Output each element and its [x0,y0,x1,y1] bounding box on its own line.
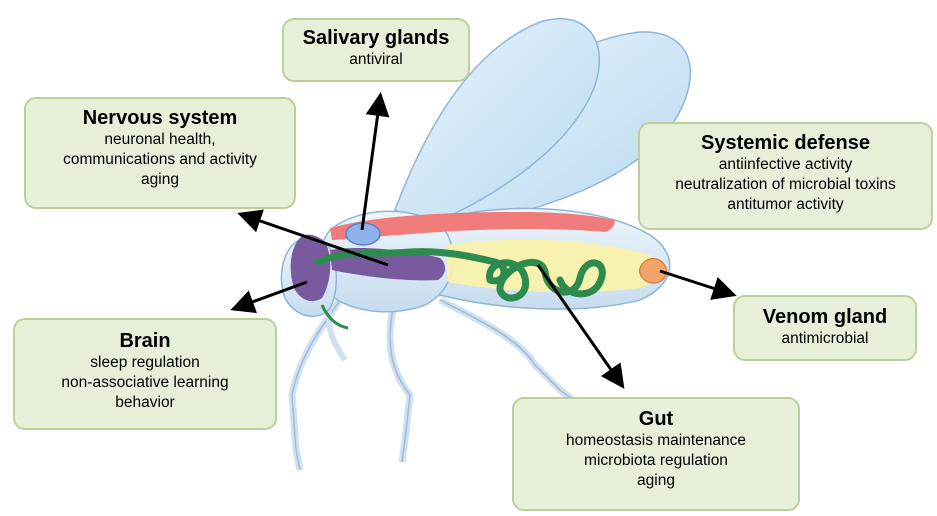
gut-title: Gut [514,407,798,431]
nervous-system-callout: Nervous system neuronal health, communic… [24,97,296,209]
arrow-venom-gland [660,271,731,294]
systemic-defense-title: Systemic defense [640,131,931,155]
arrow-salivary-glands [362,98,380,230]
gut-callout: Gut homeostasis maintenance microbiota r… [512,397,800,511]
nervous-system-function: neuronal health, [26,130,294,150]
systemic-defense-function: antitumor activity [640,195,931,215]
venom-gland-function: antimicrobial [735,329,915,349]
salivary-glands-callout: Salivary glands antiviral [282,18,470,82]
brain-title: Brain [15,329,275,353]
venom-gland-title: Venom gland [735,305,915,329]
venom-gland-callout: Venom gland antimicrobial [733,295,917,361]
salivary-glands-function: antiviral [284,50,468,70]
gut-function: homeostasis maintenance [514,431,798,451]
gut-function: microbiota regulation [514,451,798,471]
brain-function: behavior [15,393,275,413]
systemic-defense-callout: Systemic defense antiinfective activity … [638,122,933,230]
brain-callout: Brain sleep regulation non-associative l… [13,318,277,430]
gut-function: aging [514,471,798,491]
brain-function: non-associative learning [15,373,275,393]
systemic-defense-function: neutralization of microbial toxins [640,175,931,195]
nervous-system-title: Nervous system [26,106,294,130]
brain-function: sleep regulation [15,353,275,373]
salivary-glands-title: Salivary glands [284,26,468,50]
systemic-defense-function: antiinfective activity [640,155,931,175]
nervous-system-function: communications and activity [26,150,294,170]
nervous-system-function: aging [26,170,294,190]
